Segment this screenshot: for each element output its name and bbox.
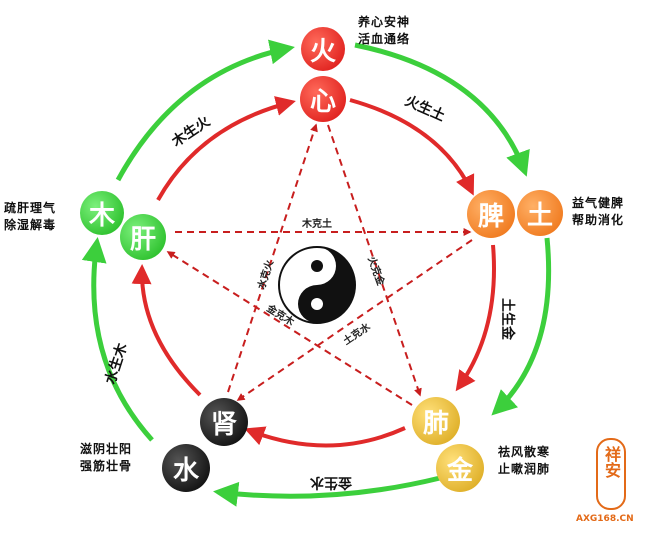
label-water-controls-fire: 水克火 xyxy=(254,257,276,291)
spleen-organ-node: 脾 xyxy=(467,190,515,238)
watermark-text: 祥安 xyxy=(602,446,621,478)
earth-note: 益气健脾 帮助消化 xyxy=(572,195,624,229)
label-wood-controls-earth: 木克土 xyxy=(301,217,332,230)
lung-organ-node: 肺 xyxy=(412,397,460,445)
arrow-metal-to-water xyxy=(213,475,441,507)
arrow-water-controls-fire xyxy=(227,123,318,393)
kidney-organ-node: 肾 xyxy=(200,398,248,446)
arrow-wood-to-fire xyxy=(115,39,295,182)
arrow-metal-controls-wood xyxy=(166,251,413,406)
outer-generating-cycle xyxy=(81,39,552,507)
label-fire-controls-metal: 火克金 xyxy=(365,255,388,289)
water-note-line-1: 滋阴壮阳 xyxy=(80,442,133,456)
arrow-heart-to-spleen xyxy=(349,98,475,196)
metal-note-line-2: 止嗽润肺 xyxy=(498,462,551,476)
water-element-node: 水 xyxy=(162,444,210,492)
water-note: 滋阴壮阳 强筋壮骨 xyxy=(80,441,132,475)
label-metal-generates-water: 金生水 xyxy=(309,474,353,491)
arrow-fire-to-earth xyxy=(354,42,530,177)
fire-note-line-2: 活血通络 xyxy=(358,32,411,46)
controlling-star xyxy=(166,123,473,406)
arrow-spleen-to-lung xyxy=(455,244,496,392)
metal-note: 祛风散寒 止嗽润肺 xyxy=(498,444,550,478)
wood-element-node: 木 xyxy=(80,191,124,235)
watermark-seal: 祥安 xyxy=(596,438,626,510)
arrow-earth-to-metal xyxy=(491,237,552,416)
arrow-lung-to-kidney xyxy=(244,426,406,448)
fire-note-line-1: 养心安神 xyxy=(358,15,411,29)
earth-note-line-2: 帮助消化 xyxy=(572,213,625,227)
wood-note-line-1: 疏肝理气 xyxy=(4,201,57,215)
metal-element-node: 金 xyxy=(436,444,484,492)
watermark-url: AXG168.CN xyxy=(576,514,634,524)
wood-note-line-2: 除湿解毒 xyxy=(4,218,57,232)
label-earth-controls-water: 土克水 xyxy=(340,319,373,347)
label-wood-generates-fire: 木生火 xyxy=(168,112,214,151)
arrow-liver-to-heart xyxy=(156,96,296,201)
yin-yang-icon xyxy=(278,246,356,324)
label-earth-generates-metal: 土生金 xyxy=(499,298,516,341)
earth-note-line-1: 益气健脾 xyxy=(572,196,625,210)
wood-note: 疏肝理气 除湿解毒 xyxy=(4,200,56,234)
inner-organ-cycle xyxy=(131,96,496,448)
earth-element-node: 土 xyxy=(517,190,563,236)
label-fire-generates-earth: 火生土 xyxy=(402,92,447,125)
liver-organ-node: 肝 xyxy=(120,214,166,260)
arrow-kidney-to-liver xyxy=(131,264,202,397)
arrow-water-to-wood xyxy=(81,237,154,442)
fire-element-node: 火 xyxy=(301,27,345,71)
water-note-line-2: 强筋壮骨 xyxy=(80,459,133,473)
metal-note-line-1: 祛风散寒 xyxy=(498,445,551,459)
heart-organ-node: 心 xyxy=(300,76,346,122)
fire-note: 养心安神 活血通络 xyxy=(358,14,410,48)
